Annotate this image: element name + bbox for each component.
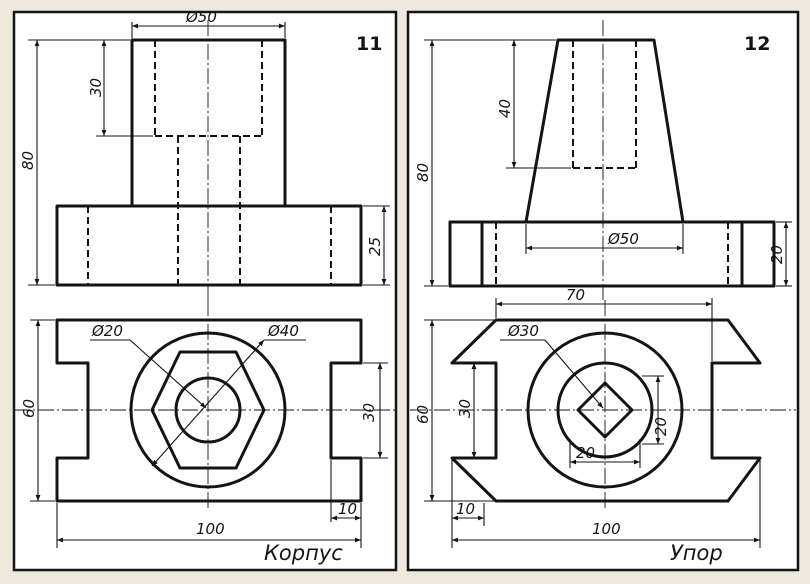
front-dimensions-12: 80 40 Ø50 20 xyxy=(414,39,792,287)
front-view-11 xyxy=(55,20,363,300)
base-plate-outline xyxy=(55,204,363,287)
drawing-number-12: 12 xyxy=(744,33,770,55)
dim-diameter-30: Ø30 xyxy=(507,322,539,340)
dim-height-80: 80 xyxy=(19,151,37,170)
dim-diameter-20: Ø20 xyxy=(91,322,123,340)
dim-base-height-20: 20 xyxy=(768,245,786,264)
base-plan-outline xyxy=(55,318,363,503)
dim-length-100: 100 xyxy=(592,520,621,538)
dim-length-100: 100 xyxy=(196,520,225,538)
dim-width-60: 60 xyxy=(20,399,38,418)
drawing-12-upor: 12 80 40 Ø50 xyxy=(406,10,800,572)
dim-diameter-50: Ø50 xyxy=(607,230,639,248)
drawing-number-11: 11 xyxy=(356,33,382,55)
drawing-11-korpus: 11 Ø50 80 30 xyxy=(12,8,398,572)
dim-base-height-25: 25 xyxy=(366,237,384,256)
dim-width-60: 60 xyxy=(414,405,432,424)
front-view-12 xyxy=(448,20,776,300)
dim-bore-depth-40: 40 xyxy=(496,99,514,118)
dim-square-20-vert: 20 xyxy=(652,417,670,436)
front-dimensions-11: Ø50 80 30 25 xyxy=(19,8,390,286)
base-plan-outline xyxy=(450,318,762,503)
part-name-upor: Упор xyxy=(670,541,723,565)
dim-30: 30 xyxy=(456,399,474,418)
dim-diameter-50: Ø50 xyxy=(185,8,217,26)
dim-10: 10 xyxy=(338,500,357,518)
dim-70: 70 xyxy=(566,286,585,304)
dim-10: 10 xyxy=(456,500,475,518)
dim-bore-depth-30: 30 xyxy=(87,78,105,97)
top-dimensions-12: 60 30 70 100 10 Ø30 20 xyxy=(414,286,761,548)
base-plate-outline xyxy=(448,220,776,288)
panel-frame-11 xyxy=(12,10,398,572)
dim-height-80: 80 xyxy=(414,163,432,182)
dim-square-20: 20 xyxy=(576,444,595,462)
dim-diameter-40: Ø40 xyxy=(267,322,299,340)
top-view-12 xyxy=(410,300,796,510)
square-hole xyxy=(576,381,634,439)
part-name-korpus: Корпус xyxy=(264,541,343,565)
top-dimensions-11: 60 30 100 10 Ø20 Ø40 xyxy=(20,319,388,548)
dim-slot-30: 30 xyxy=(360,403,378,422)
